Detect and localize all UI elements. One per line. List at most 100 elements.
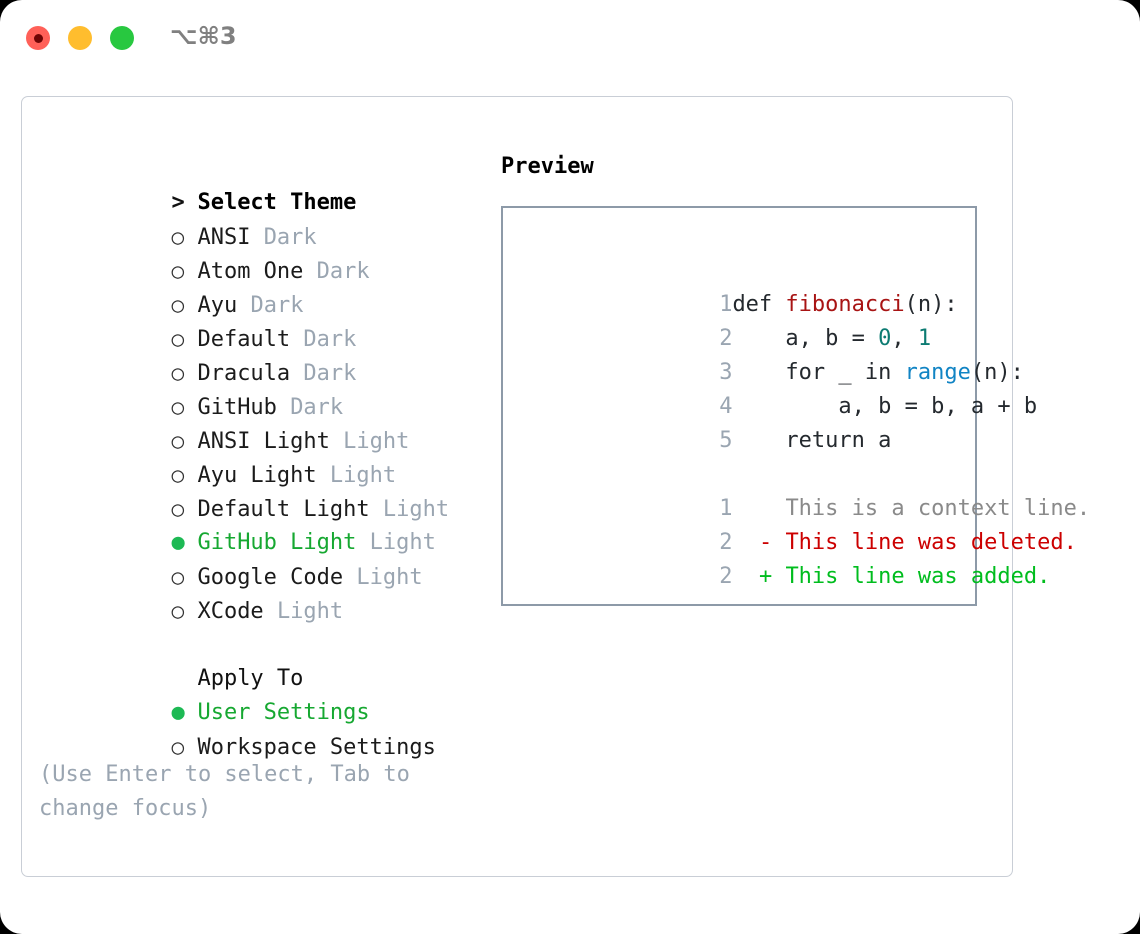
theme-variant: Dark bbox=[303, 327, 357, 352]
code-line: 3 for _ in range(n): bbox=[519, 322, 1024, 385]
line-number: 2 bbox=[719, 564, 733, 589]
line-number: 1 bbox=[719, 496, 733, 521]
radio-unselected-icon[interactable]: ○ bbox=[171, 599, 185, 623]
theme-variant: Light bbox=[382, 497, 450, 522]
code-token: (n): bbox=[970, 360, 1024, 385]
diff-sign: + bbox=[758, 564, 773, 589]
apply-to-label: User Settings bbox=[197, 700, 370, 725]
radio-unselected-icon[interactable]: ○ bbox=[171, 293, 185, 317]
window-shortcut-label: ⌥⌘3 bbox=[170, 22, 237, 50]
line-number: 3 bbox=[719, 360, 733, 385]
preview-column: Preview 1def fibonacci(n): 2 a, b = 0, 1… bbox=[501, 152, 1090, 606]
theme-item-google-code-light[interactable]: ○ Google Code Light bbox=[39, 526, 499, 590]
line-number: 5 bbox=[719, 428, 733, 453]
traffic-light-buttons bbox=[26, 26, 134, 50]
code-token-function: fibonacci bbox=[785, 292, 905, 317]
theme-item-ansi-dark[interactable]: ○ ANSI Dark bbox=[39, 186, 499, 250]
close-button[interactable] bbox=[26, 26, 50, 50]
theme-variant: Dark bbox=[250, 293, 304, 318]
main-panel: >Select Theme ○ANSI Dark ○Atom One Dark … bbox=[21, 96, 1090, 877]
theme-label: XCode bbox=[197, 599, 264, 624]
radio-selected-icon[interactable]: ● bbox=[171, 530, 185, 555]
apply-to-option-workspace-settings[interactable]: ○ Workspace Settings bbox=[39, 696, 499, 760]
apply-to-title: Apply To bbox=[197, 666, 304, 691]
code-token: a, b = b, a + b bbox=[838, 394, 1038, 419]
radio-unselected-icon[interactable]: ○ bbox=[171, 259, 185, 283]
code-token: return a bbox=[785, 428, 892, 453]
theme-variant: Light bbox=[329, 463, 397, 488]
theme-item-default-light[interactable]: ○Default Light Light bbox=[39, 458, 499, 522]
code-token: (n): bbox=[904, 292, 958, 317]
theme-label: Ayu Light bbox=[197, 463, 317, 488]
radio-unselected-icon[interactable]: ○ bbox=[171, 429, 185, 453]
line-number: 2 bbox=[719, 530, 733, 555]
diff-line-context: 1 This is a context line. bbox=[519, 458, 1090, 521]
code-line: 1def fibonacci(n): bbox=[519, 254, 967, 317]
focus-caret-icon: > bbox=[171, 190, 185, 215]
code-indent bbox=[732, 326, 785, 351]
diff-sign bbox=[759, 496, 772, 521]
radio-selected-icon[interactable]: ● bbox=[171, 700, 185, 725]
theme-selector-column: >Select Theme ○ANSI Dark ○Atom One Dark … bbox=[39, 152, 499, 826]
radio-unselected-icon[interactable]: ○ bbox=[171, 463, 185, 487]
theme-label: ANSI Light bbox=[197, 429, 330, 454]
theme-item-ayu-light[interactable]: ○ Ayu Light Light bbox=[39, 424, 499, 488]
diff-line-deleted: 2 - This line was deleted. bbox=[519, 492, 1077, 555]
code-token-number: 1 bbox=[917, 326, 932, 351]
radio-unselected-icon[interactable]: ○ bbox=[171, 565, 185, 589]
line-number: 2 bbox=[719, 326, 733, 351]
radio-unselected-icon[interactable]: ○ bbox=[171, 225, 185, 249]
code-line: 4 a, b = b, a + b bbox=[519, 356, 1037, 419]
apply-to-label: Workspace Settings bbox=[197, 735, 436, 760]
radio-unselected-icon[interactable]: ○ bbox=[171, 395, 185, 419]
theme-label: ANSI bbox=[197, 225, 251, 250]
theme-variant: Light bbox=[356, 565, 423, 590]
theme-variant: Dark bbox=[316, 259, 370, 284]
theme-item-atom-one-dark[interactable]: ○Atom One Dark bbox=[39, 220, 499, 284]
diff-line-added: 2 + This line was added. bbox=[519, 526, 1050, 589]
diff-sign: - bbox=[758, 530, 773, 555]
select-theme-title: Select Theme bbox=[197, 190, 357, 215]
close-icon bbox=[33, 33, 43, 43]
code-token: , bbox=[891, 326, 918, 351]
radio-unselected-icon[interactable]: ○ bbox=[171, 361, 185, 385]
apply-to-header: Apply To bbox=[39, 628, 499, 691]
radio-unselected-icon[interactable]: ○ bbox=[171, 735, 185, 759]
theme-item-ayu-dark[interactable]: ○ Ayu Dark bbox=[39, 254, 499, 318]
radio-unselected-icon[interactable]: ○ bbox=[171, 497, 185, 521]
theme-item-dracula-dark[interactable]: ○ Dracula Dark bbox=[39, 322, 499, 386]
zoom-button[interactable] bbox=[110, 26, 134, 50]
theme-label: Dracula bbox=[197, 361, 291, 386]
theme-label: Default bbox=[197, 327, 291, 352]
keyboard-hint-text: (Use Enter to select, Tab to change focu… bbox=[39, 762, 424, 821]
theme-item-github-dark[interactable]: ○ GitHub Dark bbox=[39, 356, 499, 420]
theme-variant: Dark bbox=[303, 361, 357, 386]
theme-label: GitHub bbox=[197, 395, 277, 420]
diff-text: This is a context line. bbox=[785, 496, 1091, 521]
diff-text: This line was added. bbox=[785, 564, 1051, 589]
theme-variant: Dark bbox=[263, 225, 317, 250]
theme-variant: Light bbox=[369, 530, 436, 555]
code-indent bbox=[732, 360, 785, 385]
code-token: def bbox=[732, 292, 786, 317]
line-number: 4 bbox=[719, 394, 733, 419]
code-line: 5 return a bbox=[519, 390, 967, 453]
code-token: for _ in bbox=[785, 360, 905, 385]
code-indent bbox=[732, 394, 838, 419]
apply-to-option-user-settings[interactable]: ● User Settings bbox=[39, 662, 499, 725]
theme-item-xcode-light[interactable]: ○ XCode Light bbox=[39, 560, 499, 624]
theme-label: Google Code bbox=[197, 565, 344, 590]
code-token-call: range bbox=[904, 360, 971, 385]
title-bar: ⌥⌘3 bbox=[0, 0, 1140, 78]
preview-heading: Preview bbox=[501, 154, 594, 179]
theme-item-ansi-light[interactable]: ○ANSI Light Light bbox=[39, 390, 499, 454]
minimize-button[interactable] bbox=[68, 26, 92, 50]
theme-item-default-dark[interactable]: ○ Default Dark bbox=[39, 288, 499, 352]
preview-box: 1def fibonacci(n): 2 a, b = 0, 1 3 for _… bbox=[501, 206, 1090, 606]
preview-code-area: 1def fibonacci(n): 2 a, b = 0, 1 3 for _… bbox=[519, 254, 1090, 589]
theme-label: Ayu bbox=[197, 293, 238, 318]
theme-item-github-light[interactable]: ●GitHub Light Light bbox=[39, 492, 499, 555]
radio-unselected-icon[interactable]: ○ bbox=[171, 327, 185, 351]
code-indent bbox=[732, 428, 785, 453]
